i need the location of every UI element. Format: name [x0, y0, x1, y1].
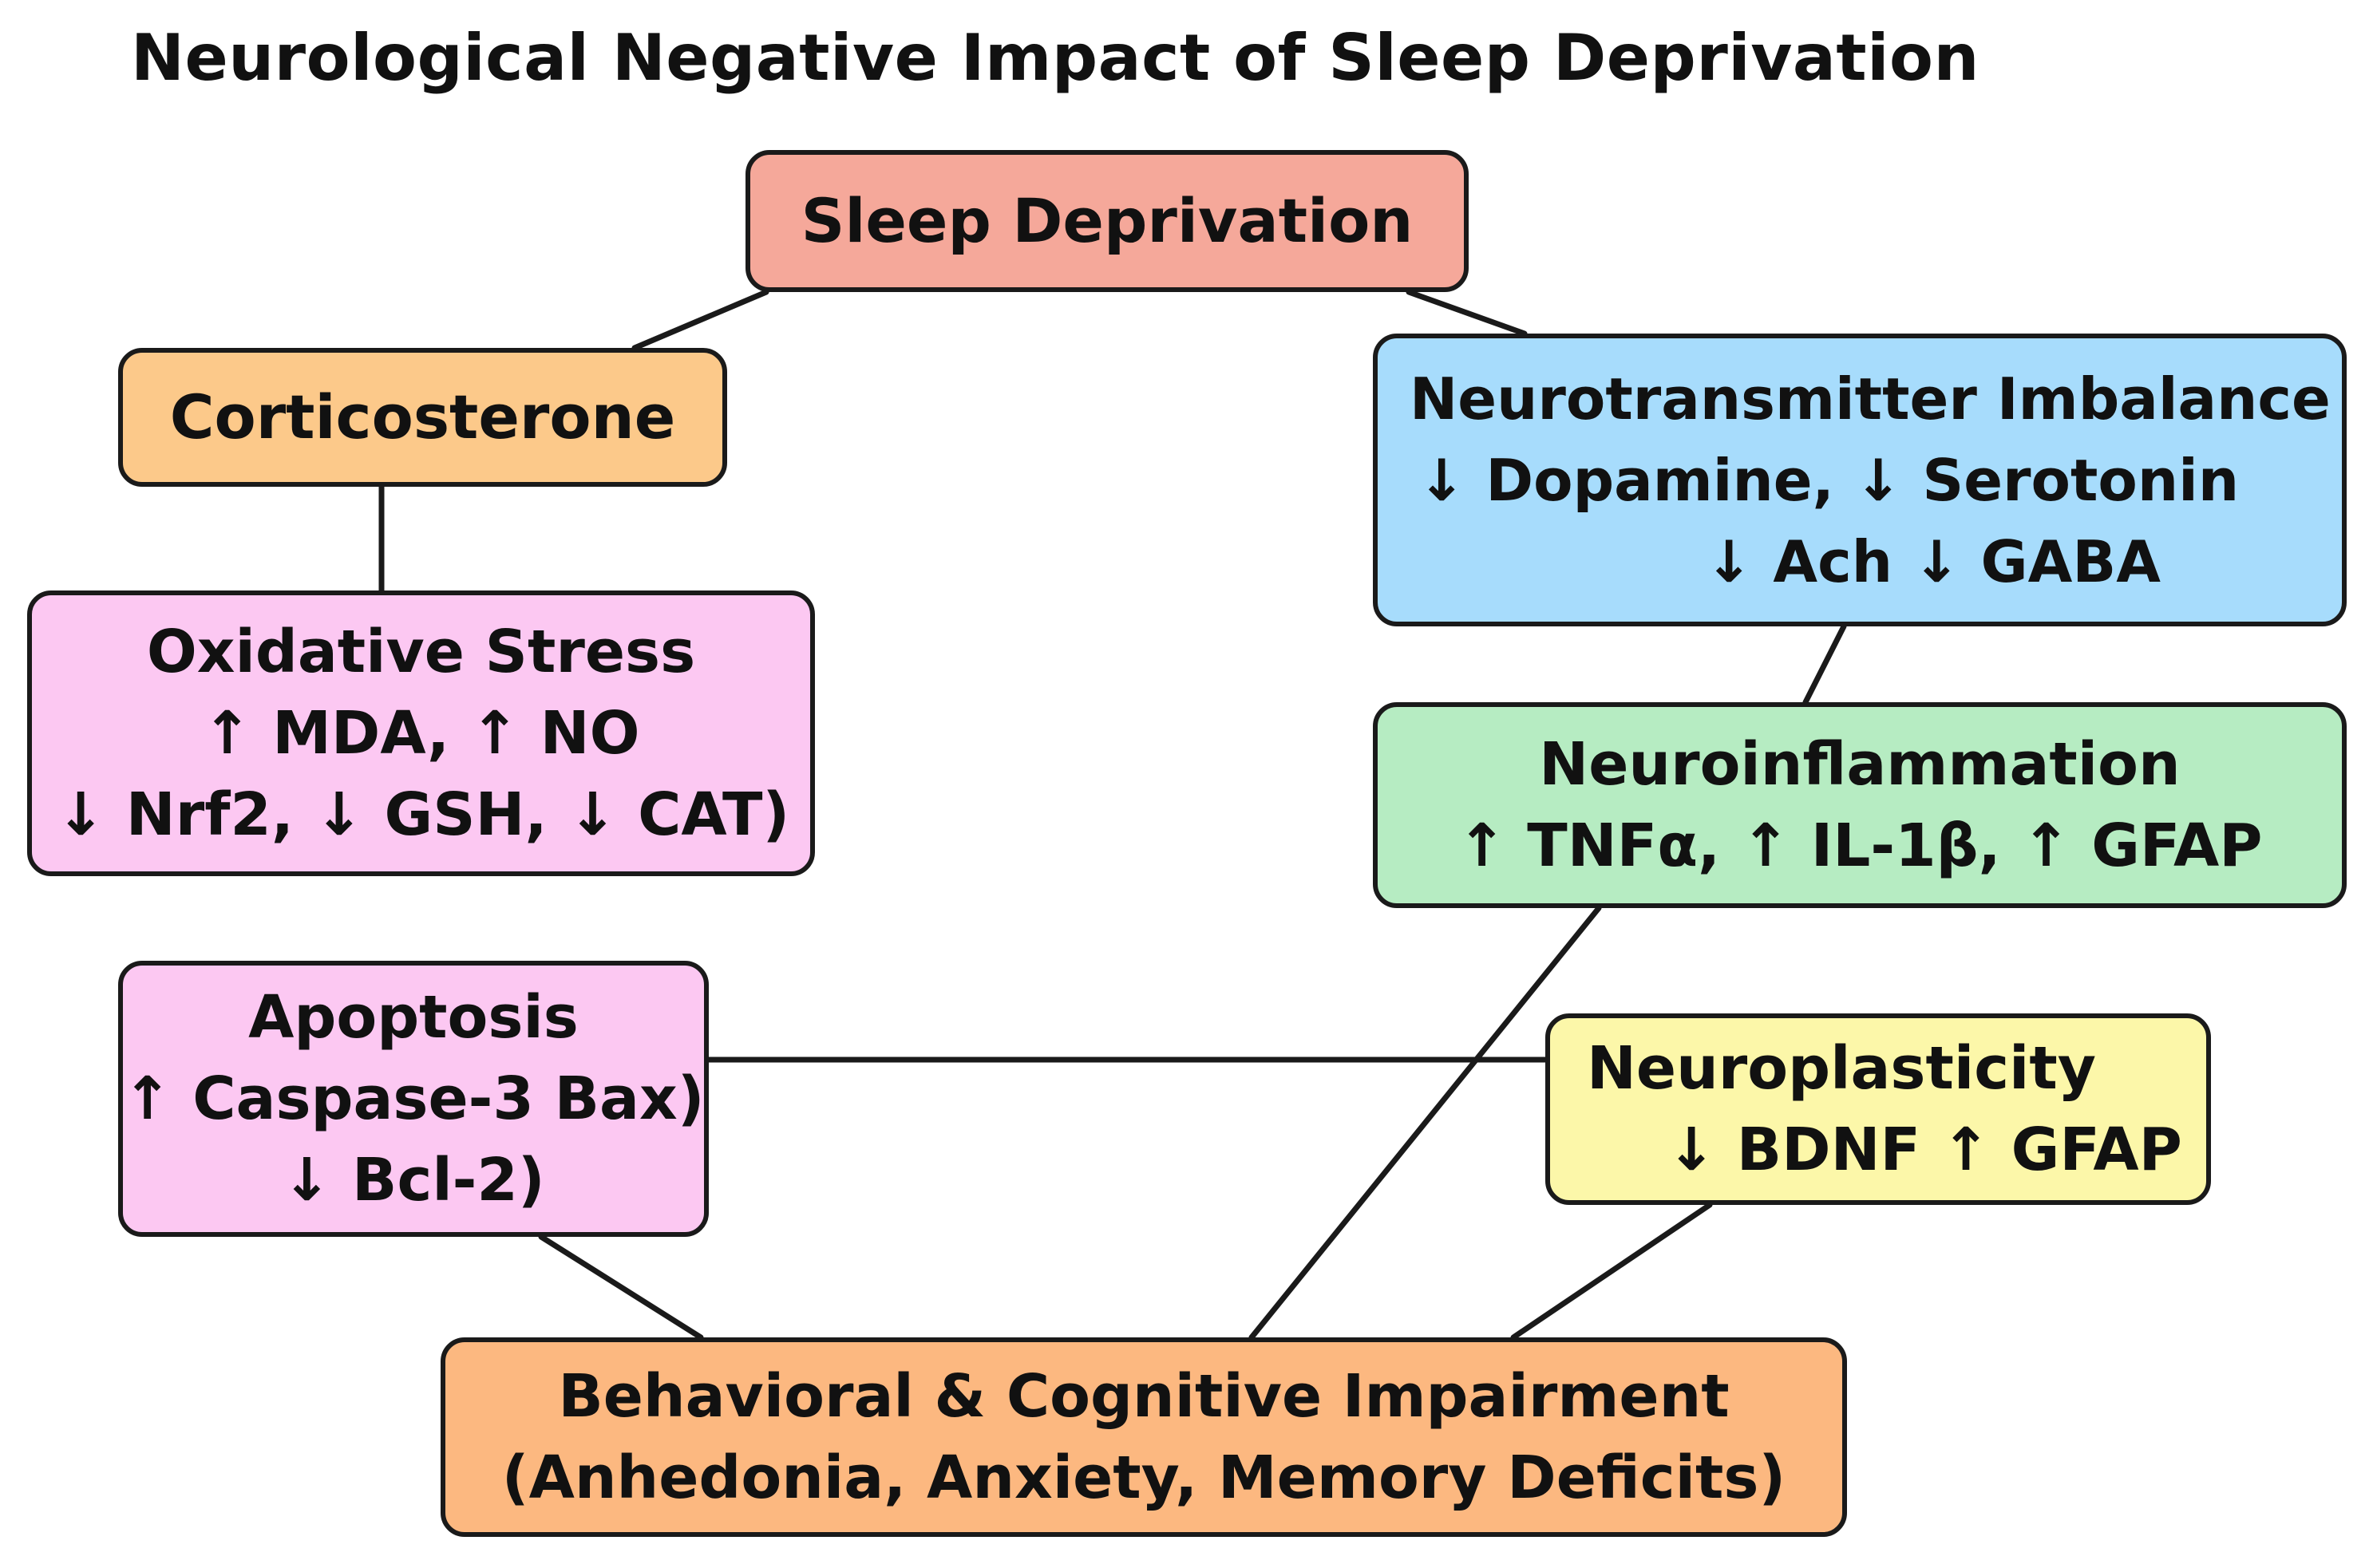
node-neuroplasticity-markers: ↓ BDNF ↑ GFAP	[1667, 1116, 2182, 1184]
node-oxidative-stress: Oxidative Stress ↑ MDA, ↑ NO ↓ Nrf2, ↓ G…	[27, 590, 815, 876]
node-apoptosis-markers-down: ↓ Bcl-2)	[282, 1146, 545, 1215]
node-corticosterone: Corticosterone	[118, 348, 727, 487]
node-apoptosis: Apoptosis ↑ Caspase-3 Bax) ↓ Bcl-2)	[118, 961, 709, 1237]
connector-neuroplasticity-behavioral	[1510, 1202, 1713, 1341]
node-neuroplasticity-title: Neuroplasticity	[1587, 1034, 2097, 1103]
node-neuroinflammation: Neuroinflammation ↑ TNFα, ↑ IL-1β, ↑ GFA…	[1373, 702, 2347, 908]
node-sleep-deprivation: Sleep Deprivation	[746, 150, 1469, 292]
node-sleep-deprivation-label: Sleep Deprivation	[801, 185, 1414, 256]
node-oxidative-stress-markers-down: ↓ Nrf2, ↓ GSH, ↓ CAT)	[56, 780, 790, 849]
node-neuroinflammation-title: Neuroinflammation	[1539, 730, 2181, 799]
node-neurotransmitter-imbalance-markers-1: ↓ Dopamine, ↓ Serotonin	[1418, 446, 2240, 514]
node-neurotransmitter-imbalance-title: Neurotransmitter Imbalance	[1410, 365, 2331, 432]
connector-neurotransmitter-neuroinflammation	[1802, 623, 1847, 705]
node-behavioral-cognitive-impairment: Behavioral & Cognitive Impairment (Anhed…	[441, 1337, 1847, 1537]
node-neurotransmitter-imbalance-markers-2: ↓ Ach ↓ GABA	[1705, 527, 2161, 595]
node-oxidative-stress-title: Oxidative Stress	[146, 618, 696, 686]
node-corticosterone-label: Corticosterone	[169, 381, 676, 452]
node-behavioral-cognitive-impairment-details: (Anhedonia, Anxiety, Memory Deficits)	[501, 1444, 1786, 1512]
node-neurotransmitter-imbalance: Neurotransmitter Imbalance ↓ Dopamine, ↓…	[1373, 334, 2347, 626]
connector-sleep-neurotransmitter	[1406, 289, 1528, 337]
connector-apoptosis-behavioral	[538, 1234, 704, 1341]
node-behavioral-cognitive-impairment-title: Behavioral & Cognitive Impairment	[558, 1362, 1730, 1431]
diagram-title: Neurological Negative Impact of Sleep De…	[131, 21, 1979, 95]
connector-neuroinflammation-behavioral	[1248, 905, 1602, 1341]
node-apoptosis-markers-up: ↑ Caspase-3 Bax)	[122, 1064, 705, 1133]
connector-sleep-corticosterone	[631, 289, 769, 351]
node-neuroinflammation-markers: ↑ TNFα, ↑ IL-1β, ↑ GFAP	[1457, 812, 2263, 880]
node-apoptosis-title: Apoptosis	[248, 983, 579, 1052]
node-neuroplasticity: Neuroplasticity ↓ BDNF ↑ GFAP	[1545, 1013, 2211, 1205]
node-oxidative-stress-markers-up: ↑ MDA, ↑ NO	[202, 699, 640, 768]
